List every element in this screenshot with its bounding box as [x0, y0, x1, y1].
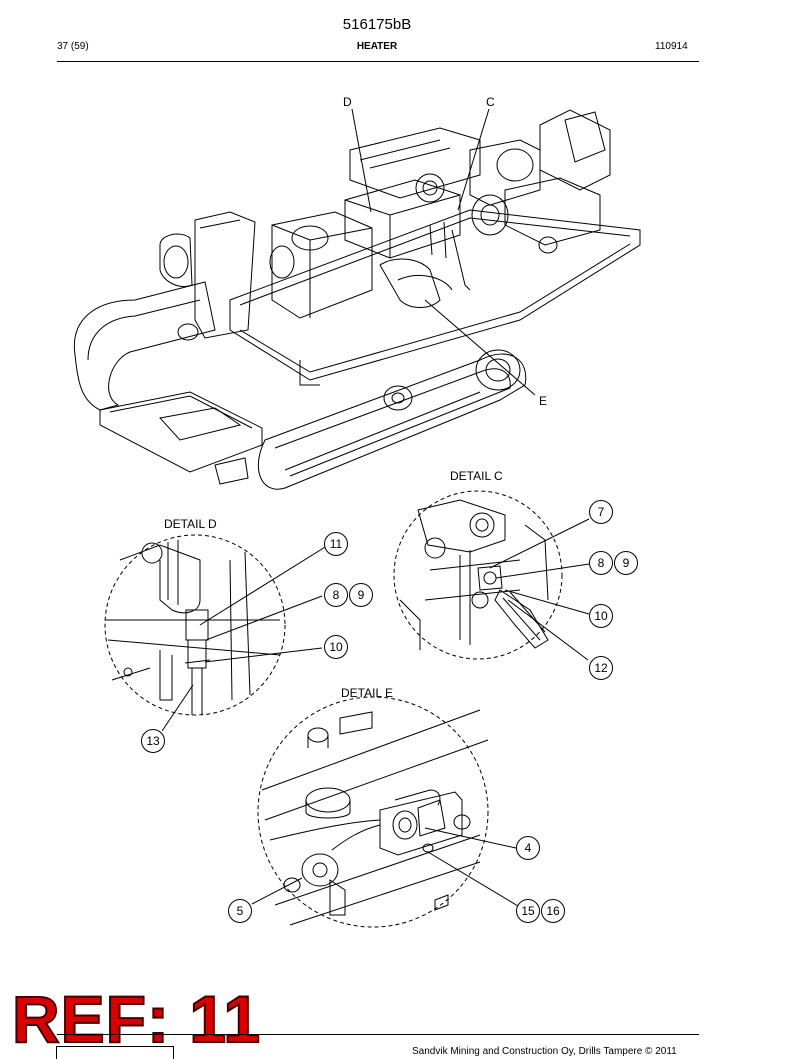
- callout-e: E: [539, 394, 548, 408]
- detail-d-label: DETAIL D: [164, 517, 217, 531]
- item-bubble: 7: [589, 500, 613, 524]
- detail-c-drawing: [394, 491, 589, 660]
- item-bubble: 10: [589, 604, 613, 628]
- copyright-text: Sandvik Mining and Construction Oy, Dril…: [412, 1046, 677, 1057]
- item-bubble: 9: [349, 583, 373, 607]
- detail-e-drawing: [252, 697, 518, 927]
- item-bubble: 9: [614, 551, 638, 575]
- detail-c-label: DETAIL C: [450, 469, 503, 483]
- item-bubble: 8: [324, 583, 348, 607]
- document-date: 110914: [655, 41, 688, 52]
- detail-d-drawing: [105, 535, 330, 731]
- item-bubble: 10: [324, 635, 348, 659]
- item-bubble: 13: [141, 729, 165, 753]
- footer-rule: [57, 1034, 699, 1035]
- page-title: HEATER: [356, 41, 398, 52]
- document-id: 516175bB: [342, 16, 412, 33]
- item-bubble: 12: [589, 656, 613, 680]
- callout-c: C: [486, 95, 495, 109]
- item-bubble: 16: [541, 899, 565, 923]
- detail-e-label: DETAIL E: [341, 686, 394, 700]
- ref-stamp: REF: 11: [11, 982, 262, 1056]
- page-number: 37 (59): [57, 41, 89, 52]
- item-bubble: 15: [516, 899, 540, 923]
- main-machine-view: [74, 109, 640, 489]
- header-rule: [57, 61, 699, 62]
- item-bubble: 11: [324, 532, 348, 556]
- callout-d: D: [343, 95, 352, 109]
- item-bubble: 4: [516, 836, 540, 860]
- item-bubble: 8: [589, 551, 613, 575]
- item-bubble: 5: [228, 899, 252, 923]
